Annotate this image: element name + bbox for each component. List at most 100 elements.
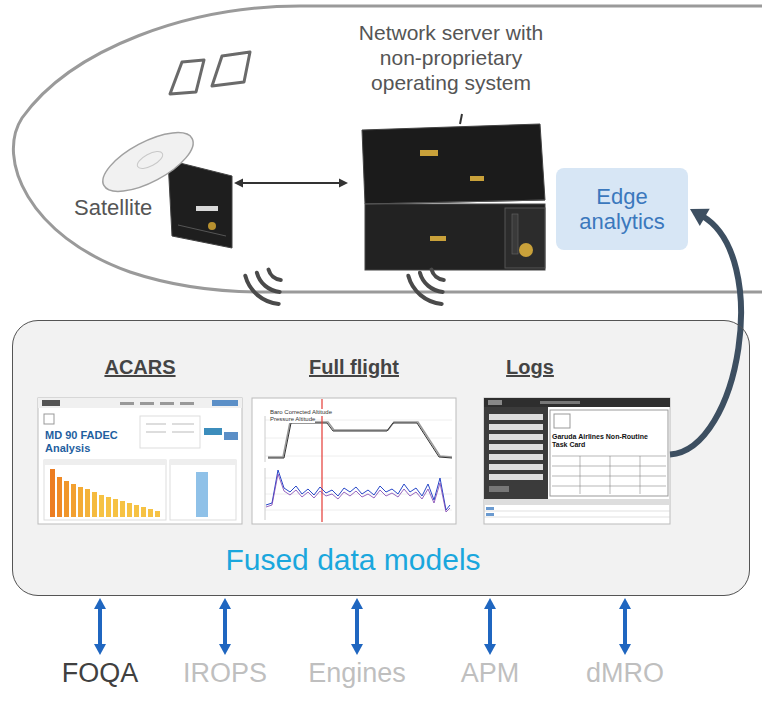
full-flight-screenshot (265, 478, 452, 479)
logs-screenshot (489, 424, 543, 430)
acars-screenshot (172, 424, 194, 425)
logs-screenshot (484, 511, 670, 517)
acars-screenshot (50, 469, 55, 517)
view-heading: Full flight (252, 356, 456, 379)
acars-screenshot (141, 507, 146, 517)
data-link-arrow (94, 598, 106, 655)
arrow-head (94, 598, 106, 609)
consumer-label: Engines (297, 656, 417, 694)
logs-screenshot (488, 400, 502, 405)
full-flight-screenshot (266, 470, 450, 510)
logs-screenshot (484, 407, 548, 499)
satellite-device (135, 148, 165, 172)
acars-screenshot (38, 398, 242, 524)
satellite-device (168, 160, 232, 248)
acars-screenshot (78, 487, 83, 517)
consumer-label: APM (430, 656, 550, 694)
arrow-head (219, 644, 231, 655)
acars-screenshot (140, 402, 154, 405)
box-label: Edge analytics (556, 184, 688, 235)
acars-screenshot (134, 505, 139, 517)
logs-screenshot (486, 513, 494, 516)
acars-screenshot (85, 489, 90, 517)
wireless-signal (245, 270, 443, 304)
logs-screenshot (484, 511, 670, 512)
arrow-head (234, 179, 243, 188)
data-link-arrow (619, 598, 631, 655)
acars-screenshot (120, 402, 134, 405)
arrow-head (484, 598, 496, 609)
satellite-device (178, 225, 226, 236)
logs-view: LogsGaruda Airlines Non-Routine Task Car… (484, 356, 670, 526)
acars-view: ACARSMD 90 FADEC Analysis (38, 356, 242, 526)
full-flight-screenshot (268, 422, 452, 457)
acars-screenshot (148, 509, 153, 517)
logs-screenshot (489, 454, 543, 460)
logs-screenshot (484, 499, 670, 505)
node-label: Engines (297, 658, 417, 689)
logs-screenshot (580, 456, 581, 494)
wireless-signal (420, 273, 443, 292)
acars-screenshot (71, 484, 76, 517)
logs-screenshot (489, 414, 543, 420)
node-label: APM (430, 658, 550, 689)
acars-screenshot (106, 497, 111, 517)
logs-screenshot (550, 410, 668, 496)
logs-screenshot (552, 456, 666, 457)
wireless-signal (245, 276, 278, 304)
acars-screenshot (38, 398, 242, 408)
acars-screenshot (146, 432, 166, 433)
satellite-device (94, 121, 201, 203)
full-flight-screenshot (321, 399, 322, 522)
acars-screenshot (224, 432, 238, 440)
wireless-signal (432, 270, 444, 280)
acars-screenshot (92, 492, 97, 517)
acars-screenshot (180, 402, 194, 405)
server-unit (519, 243, 533, 257)
panel-ground (12, 320, 750, 596)
panel-ground (12, 320, 750, 596)
acars-screenshot (170, 460, 236, 465)
connector-line (223, 607, 227, 646)
satellite-device (94, 121, 232, 248)
logs-screenshot (486, 507, 494, 510)
wireless-signal (257, 273, 280, 292)
acars-screenshot (64, 481, 69, 517)
data-link-arrow (351, 598, 363, 655)
server-unit (512, 214, 518, 254)
connector-line (488, 607, 492, 646)
acars-screenshot (113, 499, 118, 517)
panel-title: Fused data models (103, 543, 603, 578)
satellite-device (196, 206, 218, 211)
server-unit (362, 124, 545, 204)
view-heading: Logs (498, 356, 562, 379)
arrow-head (484, 644, 496, 655)
logs-screenshot (554, 414, 570, 428)
arrow-head (339, 179, 348, 188)
server-unit (420, 150, 438, 156)
screen-title: MD 90 FADEC Analysis (45, 429, 131, 454)
acars-screenshot (127, 503, 132, 517)
acars-screenshot (44, 414, 54, 424)
server-unit (362, 114, 545, 270)
server-unit (460, 114, 462, 124)
logs-screenshot (484, 398, 670, 407)
acars-screenshot (140, 416, 200, 448)
arrow-head (94, 644, 106, 655)
full-flight-screenshot (265, 510, 452, 511)
node-label: FOQA (40, 658, 160, 689)
arrow-head (351, 598, 363, 609)
acars-screenshot (42, 400, 60, 406)
logs-screenshot (489, 444, 543, 450)
logs-screenshot (484, 398, 670, 524)
logs-screenshot (552, 486, 666, 487)
full-flight-screenshot (265, 438, 452, 439)
logs-screenshot (489, 464, 543, 470)
connector-line (355, 607, 359, 646)
wireless-signal (408, 276, 441, 304)
acars-screenshot (146, 424, 166, 425)
logs-screenshot (489, 434, 543, 440)
data-link-arrow (234, 179, 348, 188)
full-flight-screenshot (266, 474, 450, 512)
cockpit-window (212, 52, 250, 86)
